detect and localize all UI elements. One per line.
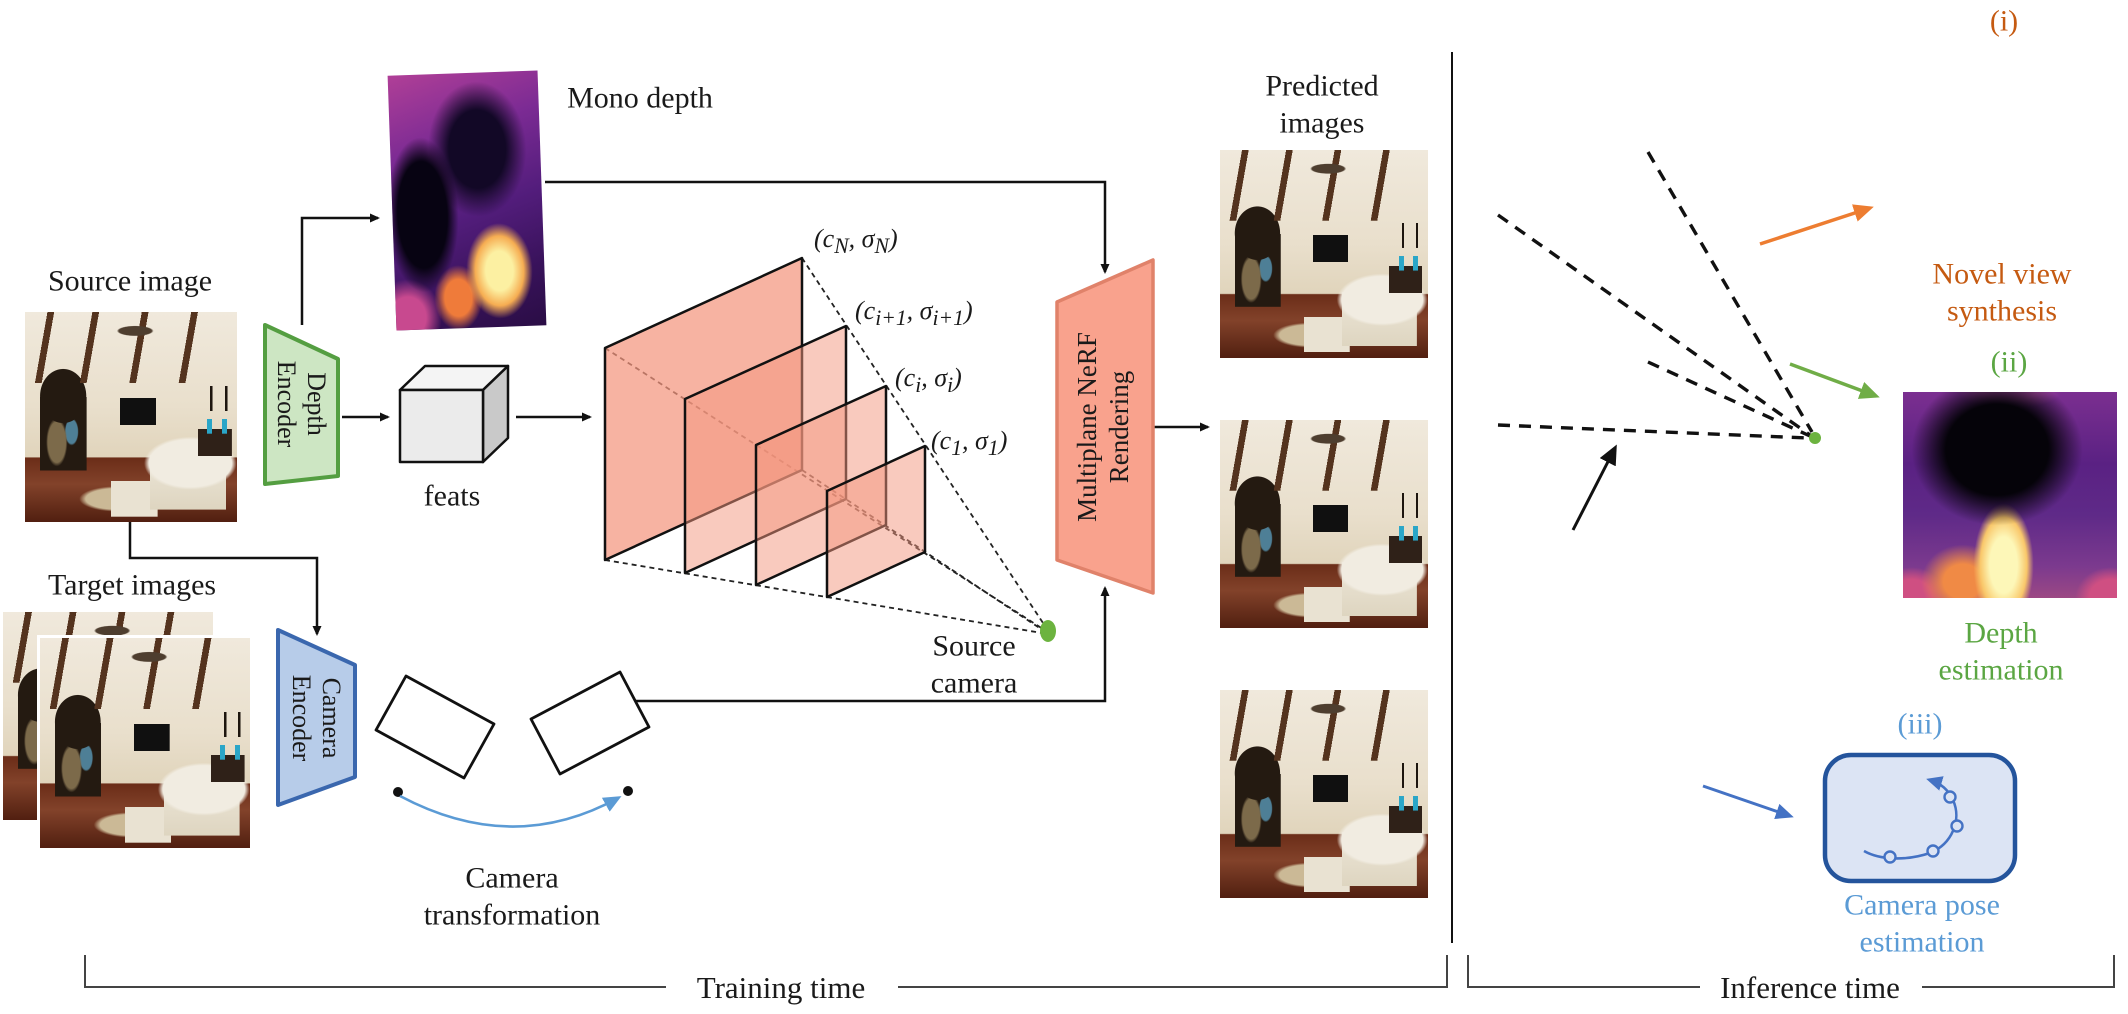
input-stack-photo-3 — [1473, 537, 1683, 747]
predicted-image-3 — [1220, 690, 1428, 898]
tag-novel-view: (i) — [1989, 4, 2019, 38]
plane-label-cN: (cN, σN) — [814, 224, 898, 259]
novel-view-label: Novel view synthesis — [1932, 257, 2072, 327]
inference-camera-dot — [1809, 432, 1821, 444]
predicted-images-label: Predicted images — [1265, 69, 1379, 139]
source-image-photo — [25, 312, 237, 522]
arrow-to-novel-view — [1759, 204, 1874, 246]
inference-brace — [1467, 955, 2115, 988]
camera-encoder-shape — [276, 628, 357, 807]
camera-pose-waypoints — [1883, 790, 1964, 864]
camera-frame-left — [374, 674, 496, 780]
camera-dot-right — [623, 786, 633, 796]
mono-depth-label: Mono depth — [567, 81, 713, 115]
nerf-renderer-shape — [1055, 258, 1155, 595]
nerf-renderer-label: Multiplane NeRF Rendering — [1072, 332, 1134, 522]
camera-frame-right — [529, 670, 651, 776]
mpi-planes — [603, 256, 927, 599]
target-image-photo-front — [37, 635, 253, 851]
mpi-plane-1 — [825, 444, 927, 599]
inference-time-label: Inference time — [1720, 970, 1900, 1006]
plane-label-ci: (ci, σi) — [895, 363, 962, 398]
depth-encoder-shape — [263, 323, 340, 486]
line-cameras-to-nerf — [636, 586, 1110, 703]
training-time-label: Training time — [696, 970, 866, 1006]
plane-label-ci1: (ci+1, σi+1) — [855, 296, 973, 331]
camera-dot-left — [393, 787, 403, 797]
arrow-to-camera-pose — [1702, 784, 1794, 819]
source-camera-label: Source camera — [930, 629, 1018, 699]
feats-label: feats — [423, 479, 481, 513]
depth-encoder-label: Depth Encoder — [272, 360, 331, 448]
arrow-to-depth-estimation — [1789, 362, 1880, 399]
input-stack-photo-2 — [1500, 550, 1710, 760]
camera-pose-box — [1822, 752, 2018, 884]
predicted-image-2 — [1220, 420, 1428, 628]
target-images-label: Target images — [47, 568, 217, 602]
camera-frames — [374, 670, 651, 780]
input-stack-photo-4 — [1445, 524, 1655, 734]
camera-transformation-label: Camera transformation — [423, 861, 601, 931]
arrow-depth-encoder-to-monodepth — [300, 213, 380, 325]
camera-transform-arc — [399, 794, 622, 828]
camera-pose-label: Camera pose estimation — [1844, 888, 2000, 958]
depth-estimation-map — [1903, 392, 2117, 598]
training-brace — [84, 955, 1448, 988]
plane-label-c1: (c1, σ1) — [931, 426, 1008, 461]
feats-cube — [398, 364, 510, 464]
tag-depth-estimation: (ii) — [1990, 345, 2028, 379]
camera-encoder-label: Camera Encoder — [287, 674, 346, 762]
arrow-stack-to-frustum — [1571, 444, 1617, 531]
input-stack-photo-1 — [1528, 564, 1744, 780]
source-image-label: Source image — [47, 264, 213, 298]
tag-camera-pose: (iii) — [1897, 707, 1943, 741]
source-camera-dot — [1040, 620, 1056, 642]
line-monodepth-to-nerf — [545, 180, 1110, 274]
inference-frustum-rays — [1497, 151, 1814, 440]
arrow-source-to-camera-encoder — [128, 522, 322, 636]
predicted-image-1 — [1220, 150, 1428, 358]
depth-estimation-label: Depth estimation — [1938, 616, 2064, 686]
